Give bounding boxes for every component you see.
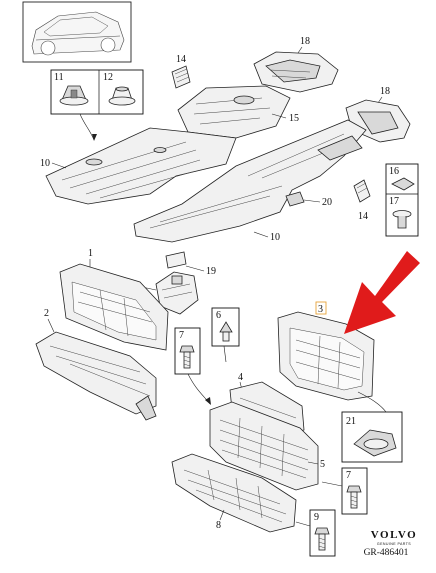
callout-16-17: 16 17 — [385, 163, 419, 237]
callout-21: 21 — [341, 411, 403, 463]
bolt-icon: 7 — [174, 327, 201, 375]
bolt-icon-lower: 7 — [341, 467, 368, 515]
label-4: 4 — [238, 372, 243, 383]
label-14-right: 14 — [358, 211, 368, 222]
label-5: 5 — [320, 459, 325, 470]
label-10-right: 10 — [270, 232, 280, 243]
label-17: 17 — [389, 196, 399, 207]
arrow-icon — [344, 251, 420, 334]
label-10-left: 10 — [40, 158, 50, 169]
volvo-logo: VOLVO GENUINE PARTS — [371, 529, 417, 546]
brand-name: VOLVO — [371, 529, 417, 541]
label-11: 11 — [54, 72, 64, 83]
label-9: 9 — [314, 512, 319, 523]
callout-6: 6 — [211, 307, 240, 347]
label-21: 21 — [346, 416, 356, 427]
diagram-reference: GR-486401 — [364, 548, 409, 558]
label-16: 16 — [389, 166, 399, 177]
label-14-top: 14 — [176, 54, 186, 65]
callout-9: 9 — [309, 509, 336, 557]
label-2: 2 — [44, 308, 49, 319]
label-8: 8 — [216, 520, 221, 531]
label-15: 15 — [289, 113, 299, 124]
label-20: 20 — [322, 197, 332, 208]
brand-tagline: GENUINE PARTS — [377, 542, 411, 546]
label-7-upper: 7 — [179, 330, 184, 341]
label-7-lower: 7 — [346, 470, 351, 481]
label-18-top: 18 — [300, 36, 310, 47]
label-1: 1 — [88, 248, 93, 259]
label-3: 3 — [318, 304, 323, 315]
nut-icon — [108, 86, 136, 106]
label-12: 12 — [103, 72, 113, 83]
label-18-right: 18 — [380, 86, 390, 97]
label-19: 19 — [206, 266, 216, 277]
callout-11-12: 11 12 — [50, 69, 144, 115]
label-6: 6 — [216, 310, 221, 321]
car-icon — [22, 1, 132, 63]
clip-icon — [59, 85, 89, 106]
